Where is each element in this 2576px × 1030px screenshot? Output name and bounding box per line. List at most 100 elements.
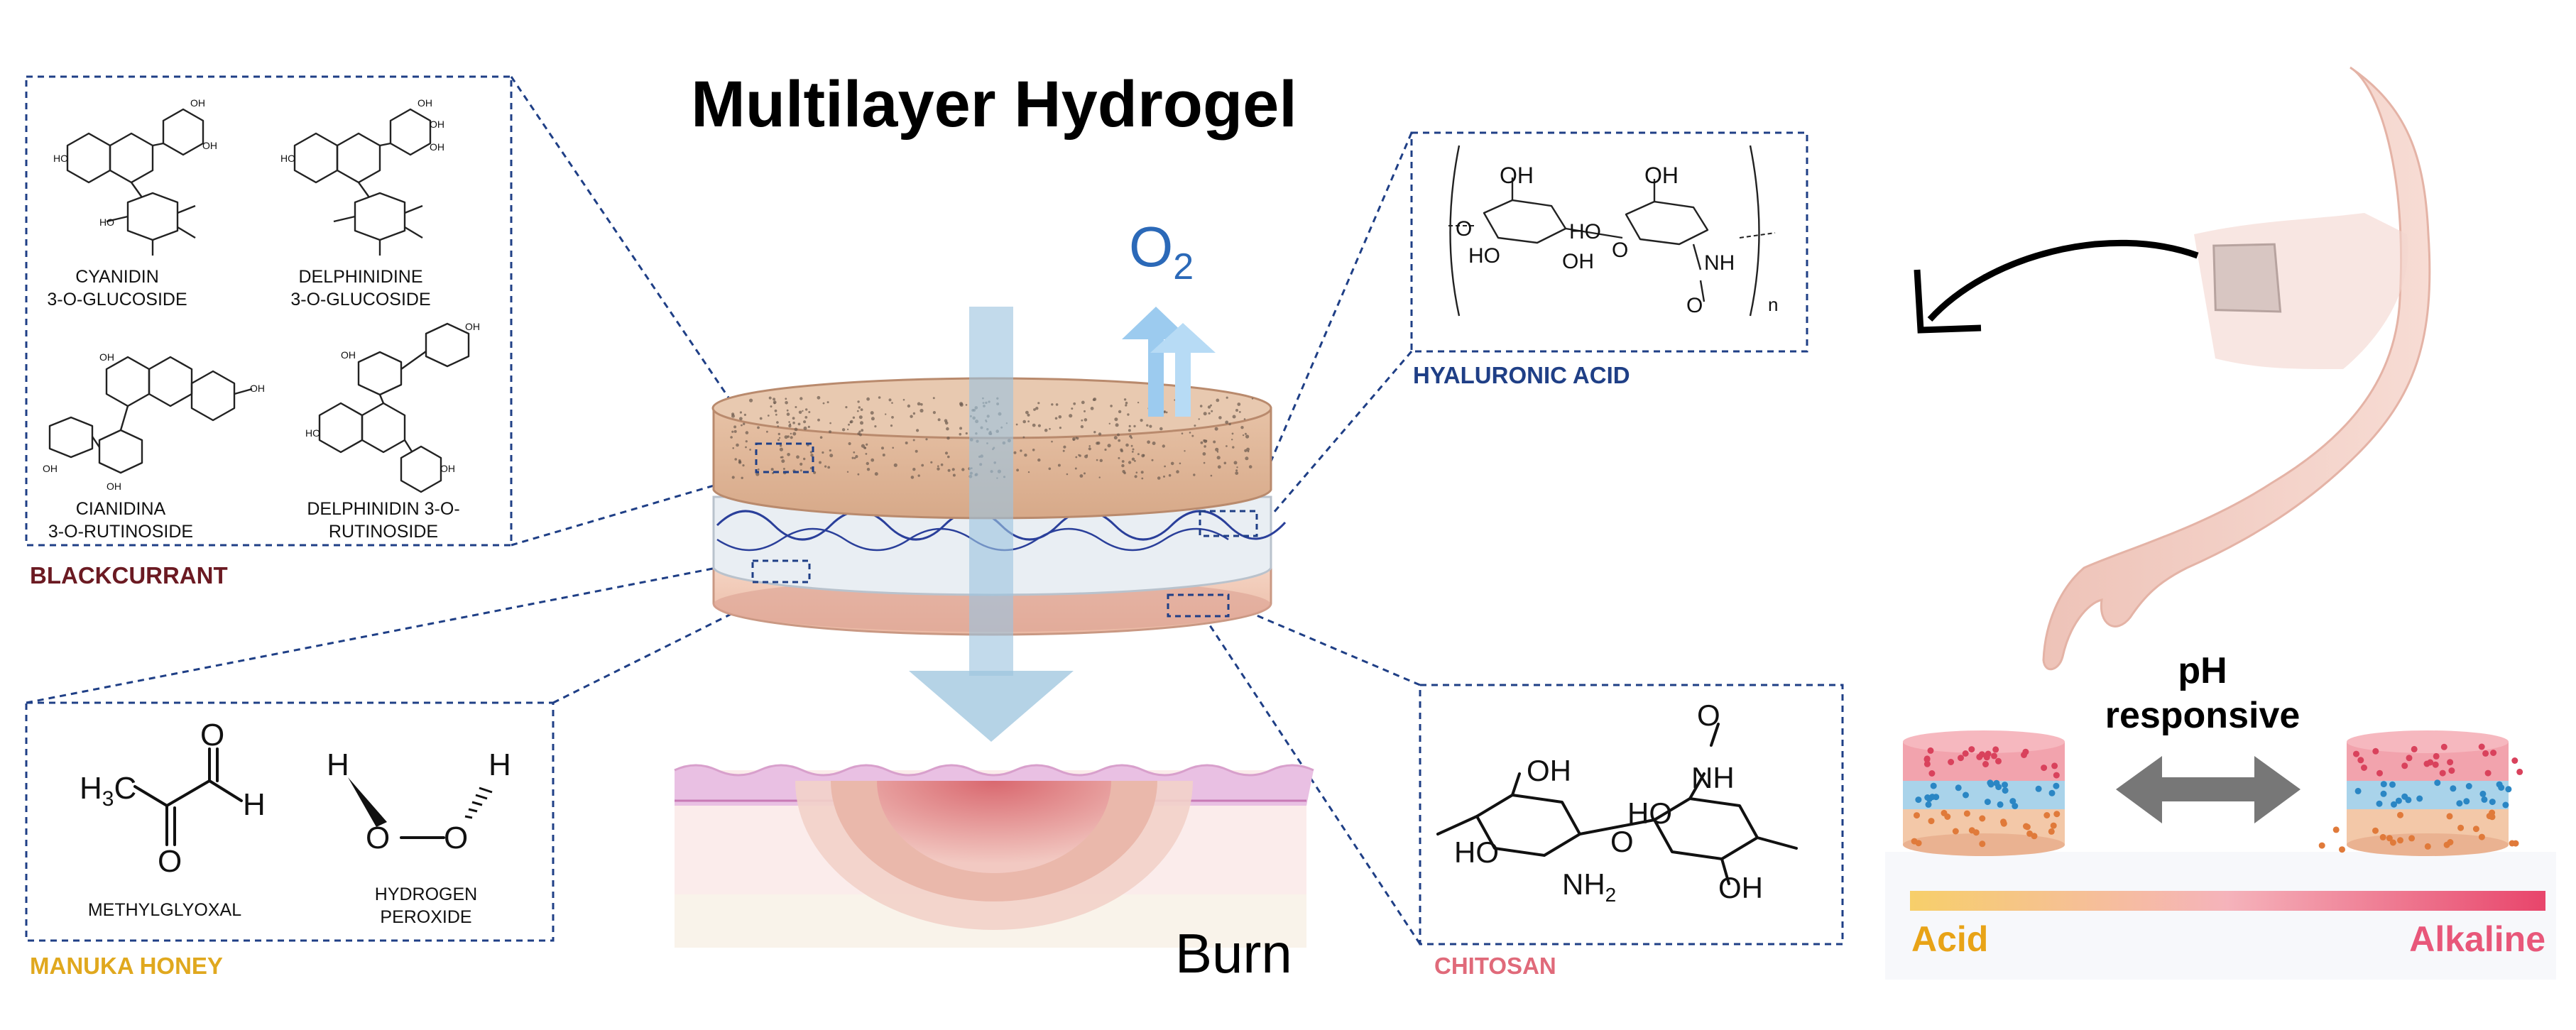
- texture-dot: [1235, 469, 1238, 472]
- ion-dot: [2457, 824, 2465, 831]
- texture-dot: [1088, 447, 1091, 451]
- texture-dot: [1066, 473, 1069, 476]
- texture-dot: [805, 408, 808, 411]
- oxygen-release-arrows: [1122, 307, 1216, 417]
- texture-dot: [1035, 407, 1039, 410]
- texture-dot: [734, 458, 737, 461]
- texture-dot: [795, 406, 797, 408]
- ion-dot: [2026, 830, 2034, 837]
- texture-dot: [932, 397, 935, 400]
- texture-dot: [858, 433, 862, 437]
- texture-dot: [1165, 411, 1168, 414]
- texture-dot: [767, 415, 770, 417]
- svg-text:HO: HO: [305, 427, 320, 439]
- texture-dot: [829, 449, 831, 452]
- ion-dot: [2456, 800, 2463, 807]
- ion-dot: [2397, 837, 2403, 844]
- texture-dot: [1071, 407, 1074, 410]
- svg-text:HO: HO: [280, 153, 295, 164]
- texture-dot: [860, 421, 863, 425]
- texture-dot: [1084, 472, 1086, 475]
- texture-dot: [799, 462, 803, 466]
- ion-dot: [2391, 801, 2397, 808]
- ion-dot: [2448, 767, 2455, 774]
- texture-dot: [1198, 418, 1200, 420]
- texture-dot: [1022, 420, 1026, 424]
- texture-dot: [1226, 445, 1228, 447]
- texture-dot: [803, 420, 807, 424]
- texture-dot: [1081, 419, 1084, 422]
- ion-dot: [1963, 791, 1969, 799]
- svg-text:OH: OH: [430, 141, 444, 153]
- texture-dot: [1137, 401, 1140, 404]
- texture-dot: [745, 431, 749, 434]
- texture-dot: [846, 471, 849, 473]
- cianidina-structure: OH OH OH OH: [43, 351, 265, 492]
- svg-text:OH: OH: [202, 140, 217, 151]
- texture-dot: [910, 415, 913, 418]
- texture-dot: [799, 397, 803, 400]
- texture-dot: [1128, 461, 1132, 464]
- texture-dot: [1203, 461, 1206, 464]
- texture-dot: [797, 422, 801, 426]
- ion-dot: [2376, 769, 2383, 777]
- texture-dot: [921, 464, 924, 467]
- texture-dot: [1104, 448, 1107, 451]
- texture-dot: [776, 421, 779, 424]
- manuka-box: [25, 701, 555, 942]
- texture-dot: [890, 424, 893, 427]
- texture-dot: [920, 402, 923, 406]
- ph-panel: pH responsive Acid Alkaline: [1885, 650, 2556, 980]
- texture-dot: [1141, 477, 1144, 480]
- texture-dot: [1223, 461, 1227, 465]
- svg-text:OH: OH: [417, 97, 432, 109]
- texture-dot: [733, 425, 737, 429]
- compound-methylglyoxal: METHYLGLYOXAL: [88, 900, 241, 920]
- ion-dot: [2389, 839, 2396, 846]
- texture-dot: [817, 418, 820, 422]
- skin-burn-section: [674, 764, 1314, 948]
- texture-dot: [1027, 420, 1030, 422]
- texture-dot: [781, 459, 785, 464]
- texture-dot: [736, 443, 739, 447]
- texture-dot: [804, 416, 808, 419]
- texture-dot: [774, 409, 777, 412]
- texture-dot: [1032, 449, 1035, 451]
- texture-dot: [1115, 423, 1119, 427]
- ion-dot: [2433, 752, 2440, 760]
- hydrogen-peroxide-structure: H O O H: [327, 747, 511, 855]
- texture-dot: [759, 417, 763, 420]
- texture-dot: [1129, 434, 1132, 438]
- texture-dot: [790, 432, 792, 435]
- compound-cianidina-line1: CIANIDINA: [76, 499, 166, 519]
- texture-dot: [1214, 427, 1218, 431]
- texture-dot: [1084, 410, 1086, 412]
- texture-dot: [803, 426, 807, 430]
- texture-dot: [961, 468, 965, 471]
- ph-double-arrow: [2116, 756, 2301, 823]
- ion-dot: [1972, 829, 1980, 836]
- ion-dot: [1930, 782, 1937, 789]
- texture-dot: [951, 468, 955, 471]
- ion-dot: [2051, 762, 2058, 769]
- texture-dot: [1024, 454, 1027, 457]
- ion-dot: [2000, 818, 2007, 826]
- texture-dot: [1168, 473, 1172, 477]
- oxygen-label: O2: [1129, 215, 1194, 287]
- ion-dot: [2486, 813, 2493, 820]
- texture-dot: [745, 440, 748, 443]
- texture-dot: [741, 424, 743, 427]
- texture-dot: [1098, 476, 1101, 478]
- texture-dot: [851, 456, 854, 459]
- texture-dot: [1245, 456, 1249, 461]
- ion-dot: [2397, 811, 2403, 818]
- ion-dot: [2048, 789, 2056, 796]
- texture-dot: [1051, 403, 1054, 406]
- texture-dot: [808, 411, 811, 413]
- texture-dot: [1140, 471, 1144, 474]
- ion-dot: [2408, 835, 2416, 842]
- texture-dot: [1120, 449, 1123, 453]
- ion-dot: [2439, 769, 2446, 777]
- texture-dot: [1113, 436, 1118, 440]
- texture-dot: [848, 442, 851, 446]
